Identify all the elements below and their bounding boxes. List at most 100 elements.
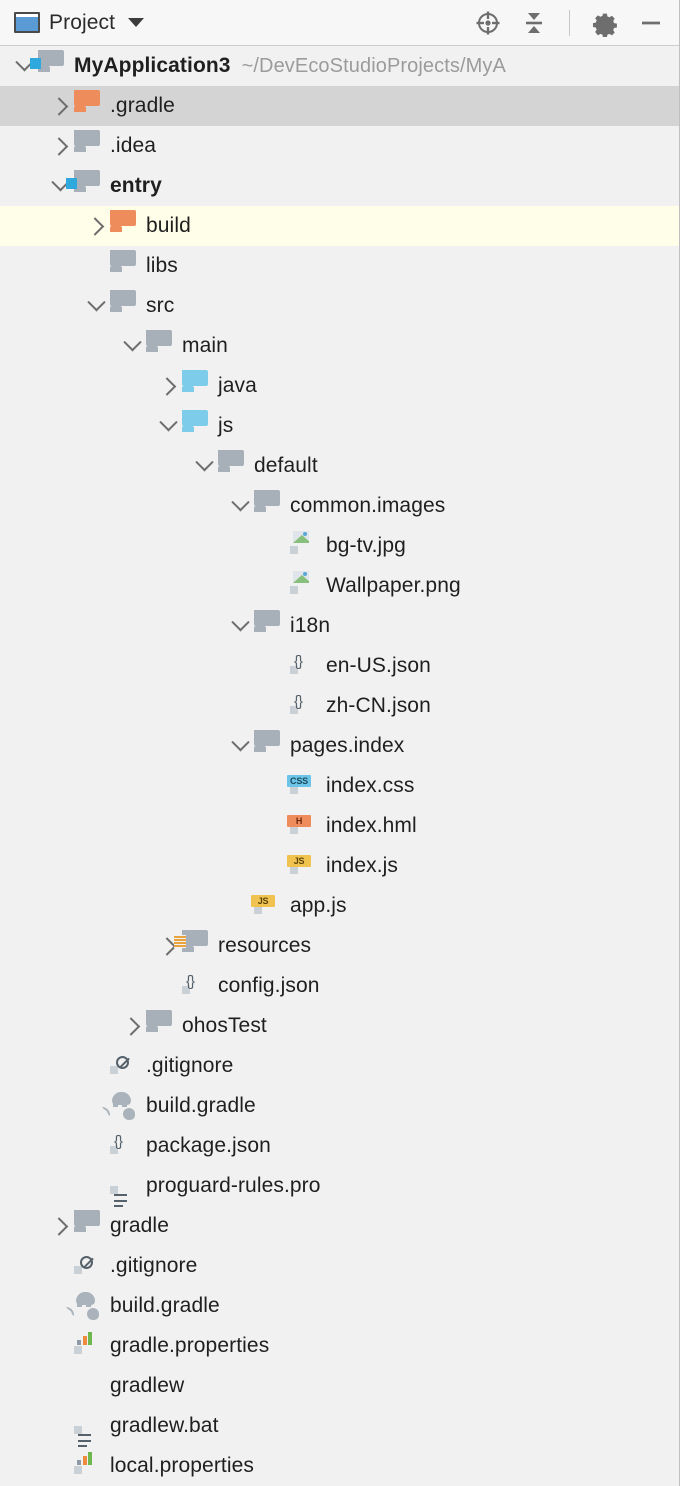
tree-arrow-placeholder [82, 246, 110, 286]
tree-row[interactable]: proguard-rules.pro [0, 1166, 679, 1207]
tree-row-label: main [182, 334, 228, 357]
chevron-down-icon[interactable] [118, 326, 146, 366]
chevron-down-icon[interactable] [226, 486, 254, 526]
tree-row[interactable]: libs [0, 246, 679, 286]
tree-row[interactable]: pages.index [0, 726, 679, 766]
tree-row[interactable]: gradle.properties [0, 1326, 679, 1366]
tree-row-label: index.js [326, 854, 399, 877]
tree-row[interactable]: build [0, 206, 679, 246]
tree-row-label: src [146, 294, 175, 317]
tree-row[interactable]: .gitignore [0, 1246, 679, 1286]
tree-row[interactable]: bg-tv.jpg [0, 526, 679, 566]
project-path-text: ~/DevEcoStudioProjects/MyA [241, 54, 506, 77]
tree-row[interactable]: resources [0, 926, 679, 966]
settings-gear-icon[interactable] [591, 9, 619, 37]
tree-arrow-placeholder [46, 1366, 74, 1406]
tree-row-label: default [254, 454, 318, 477]
tree-row[interactable]: .gradle [0, 86, 679, 126]
tree-row-label: build [146, 214, 191, 237]
hide-icon[interactable] [637, 9, 665, 37]
chevron-right-icon[interactable] [46, 1206, 74, 1246]
tree-row-label: app.js [290, 894, 347, 917]
tree-row-label: bg-tv.jpg [326, 534, 406, 557]
scroll-from-source-icon[interactable] [474, 9, 502, 37]
project-toolbar: Project [0, 0, 679, 46]
chevron-down-icon[interactable] [226, 606, 254, 646]
tree-row-label: ohosTest [182, 1014, 267, 1037]
tree-row[interactable]: ohosTest [0, 1006, 679, 1046]
tree-row[interactable]: .idea [0, 126, 679, 166]
tree-row-label: local.properties [110, 1454, 255, 1477]
tree-row-label: build.gradle [110, 1294, 220, 1317]
tree-row-label: gradlew [110, 1374, 185, 1397]
tree-row-label: package.json [146, 1134, 271, 1157]
tree-row-label: build.gradle [146, 1094, 256, 1117]
tree-row-label: js [218, 414, 234, 437]
tree-row[interactable]: main [0, 326, 679, 366]
chevron-right-icon[interactable] [118, 1006, 146, 1046]
tree-row[interactable]: .gitignore [0, 1046, 679, 1086]
tree-row[interactable]: build.gradle [0, 1286, 679, 1326]
chevron-right-icon[interactable] [82, 206, 110, 246]
tree-row[interactable]: {}config.json [0, 966, 679, 1006]
tree-row[interactable]: {}en-US.json [0, 646, 679, 686]
project-view-selector[interactable]: Project [14, 10, 145, 35]
tree-row-label: .gradle [110, 94, 175, 117]
tree-row[interactable]: gradlew.bat [0, 1406, 679, 1447]
tree-row-label: en-US.json [326, 654, 431, 677]
tree-row-label: index.hml [326, 814, 417, 837]
tree-row-label: .idea [110, 134, 157, 157]
tree-row-label: gradle.properties [110, 1334, 270, 1357]
tree-row-label: config.json [218, 974, 320, 997]
tree-row[interactable]: src [0, 286, 679, 326]
tree-row-label: i18n [290, 614, 331, 637]
tree-row-label: zh-CN.json [326, 694, 431, 717]
tree-row[interactable]: i18n [0, 606, 679, 646]
tree-row-project-root[interactable]: MyApplication3~/DevEcoStudioProjects/MyA [0, 46, 679, 86]
tree-row-label: entry [110, 174, 162, 197]
tree-row[interactable]: {}zh-CN.json [0, 686, 679, 726]
tree-row-label: pages.index [290, 734, 405, 757]
chevron-down-icon[interactable] [154, 406, 182, 446]
tree-row-label: Wallpaper.png [326, 574, 461, 597]
tree-arrow-placeholder [82, 1086, 110, 1126]
tree-arrow-placeholder [46, 1286, 74, 1326]
tree-row[interactable]: gradle [0, 1206, 679, 1246]
tree-row-label: .gitignore [146, 1054, 234, 1077]
chevron-right-icon[interactable] [154, 366, 182, 406]
tree-row[interactable]: entry [0, 166, 679, 206]
tree-row[interactable]: default [0, 446, 679, 486]
chevron-down-icon[interactable] [82, 286, 110, 326]
project-window-icon [14, 12, 40, 33]
tree-row-label: gradlew.bat [110, 1414, 219, 1437]
tree-row-label: gradle [110, 1214, 169, 1237]
tree-row[interactable]: build.gradle [0, 1086, 679, 1126]
collapse-all-icon[interactable] [520, 9, 548, 37]
project-tree[interactable]: MyApplication3~/DevEcoStudioProjects/MyA… [0, 46, 679, 1486]
tree-row[interactable]: java [0, 366, 679, 406]
tree-row[interactable]: local.properties [0, 1446, 679, 1486]
chevron-down-icon[interactable] [190, 446, 218, 486]
tree-row[interactable]: Wallpaper.png [0, 566, 679, 606]
toolbar-divider [569, 9, 570, 36]
tree-row-label: libs [146, 254, 178, 277]
chevron-down-icon[interactable] [226, 726, 254, 766]
chevron-right-icon[interactable] [46, 86, 74, 126]
chevron-down-icon[interactable] [128, 18, 145, 27]
tree-row[interactable]: js [0, 406, 679, 446]
toolbar-actions [474, 9, 665, 37]
chevron-right-icon[interactable] [46, 126, 74, 166]
project-title: Project [49, 10, 116, 34]
tree-row-label: proguard-rules.pro [146, 1174, 321, 1197]
tree-row-label: common.images [290, 494, 446, 517]
tree-row-label: .gitignore [110, 1254, 198, 1277]
tree-row[interactable]: common.images [0, 486, 679, 526]
tree-row-label: index.css [326, 774, 415, 797]
tree-row[interactable]: {}package.json [0, 1126, 679, 1166]
tree-row[interactable]: gradlew [0, 1366, 679, 1406]
